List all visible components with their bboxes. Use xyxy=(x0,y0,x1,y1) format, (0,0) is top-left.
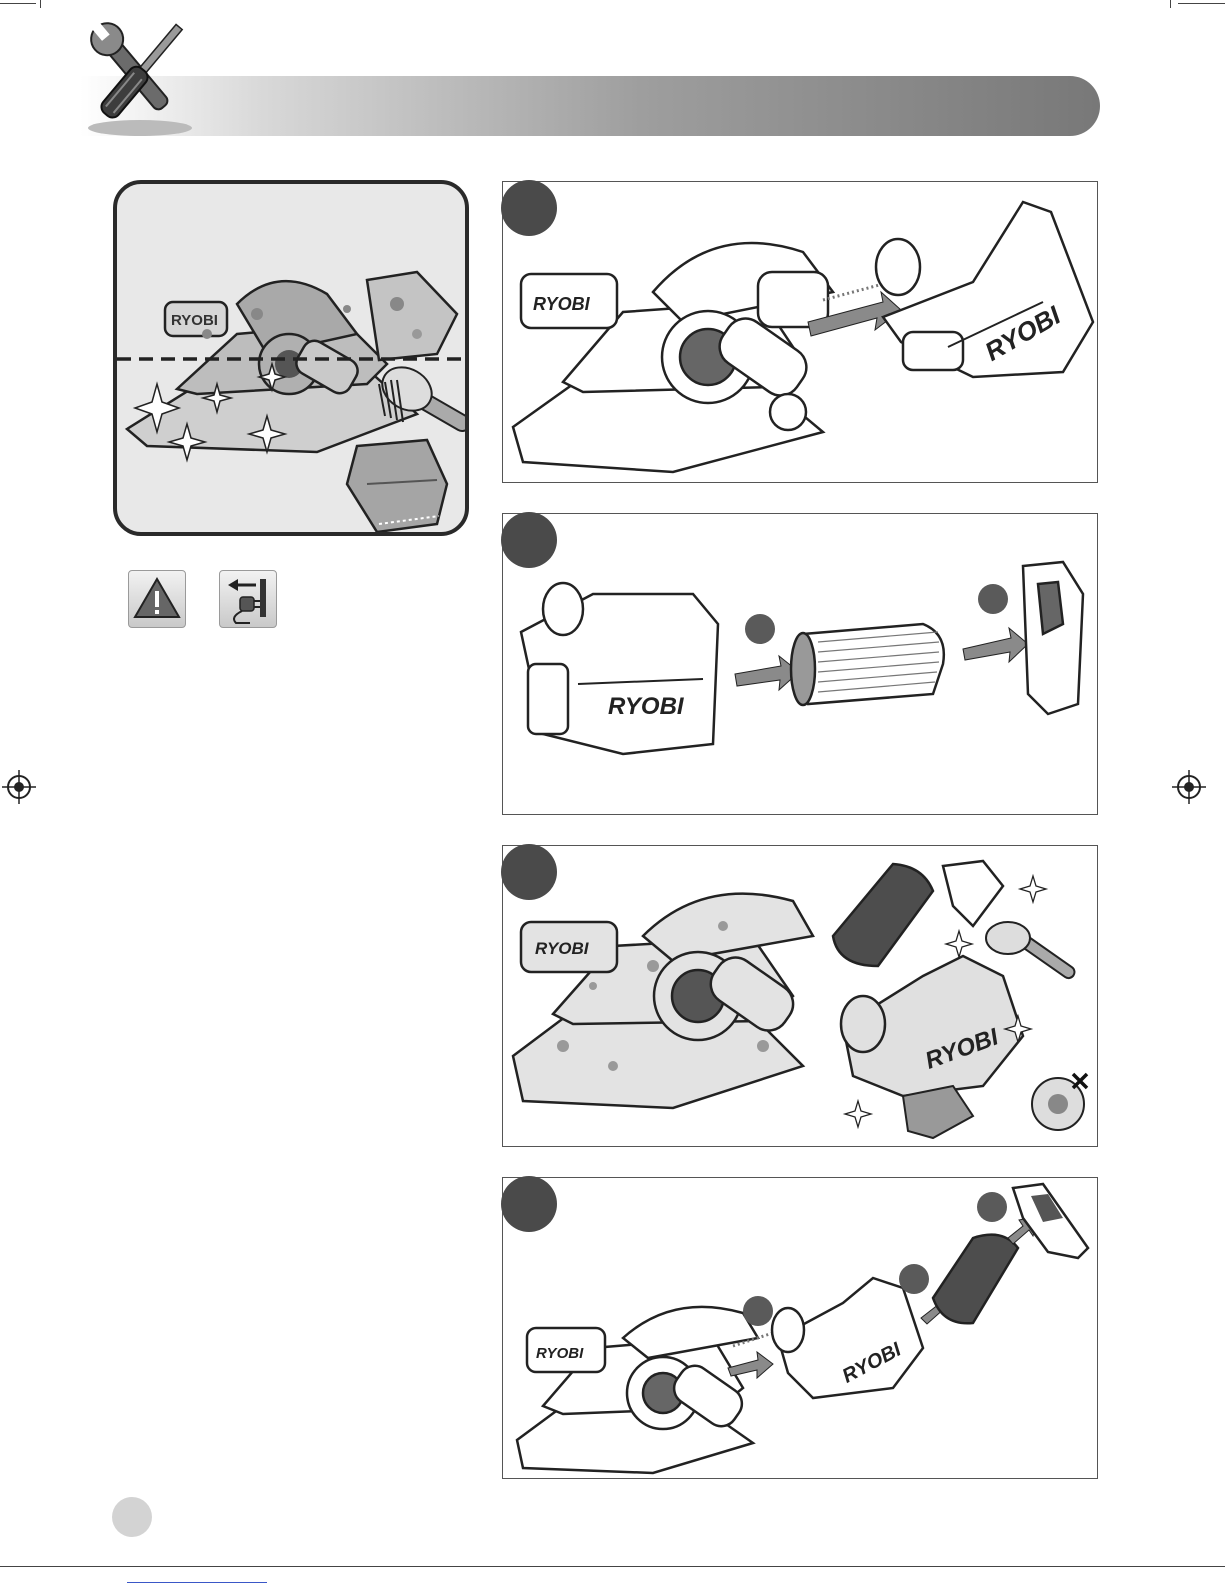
crop-mark-top-left xyxy=(0,3,36,4)
registration-mark-right xyxy=(1172,770,1206,804)
cleaning-panel: RYOBI xyxy=(113,180,469,536)
cloth-icon xyxy=(347,440,447,532)
step-2-brand-bag: RYOBI xyxy=(608,693,685,720)
step-4-illustration: RYOBI RYOBI xyxy=(503,1178,1096,1477)
step-2-badge xyxy=(501,512,557,568)
step-4-sub-badge-c xyxy=(977,1192,1007,1222)
crop-mark-top-right xyxy=(1178,3,1225,4)
step-4-frame: RYOBI RYOBI xyxy=(502,1177,1098,1479)
step-4-badge xyxy=(501,1176,557,1232)
step-3-illustration: RYOBI RYOBI xyxy=(503,846,1096,1145)
page-number-badge xyxy=(112,1497,152,1537)
panel-brand-label: RYOBI xyxy=(171,312,218,329)
crop-mark-top-right-v xyxy=(1170,0,1171,8)
step-1-badge xyxy=(501,180,557,236)
step-3-badge xyxy=(501,844,557,900)
tools-icon xyxy=(78,16,198,138)
step-2-sub-badge-a xyxy=(745,614,775,644)
step-2-sub-badge-b xyxy=(978,584,1008,614)
step-3-frame: RYOBI RYOBI xyxy=(502,845,1098,1147)
crop-mark-top-left-v xyxy=(40,0,41,8)
step-2-frame: RYOBI xyxy=(502,513,1098,815)
warning-triangle-icon xyxy=(128,570,186,628)
unplug-icon xyxy=(219,570,277,628)
sander-dirty-icon: RYOBI xyxy=(117,184,465,532)
step-3-brush-icon xyxy=(986,922,1077,980)
step-1-brand-sander: RYOBI xyxy=(533,294,591,314)
step-4-sub-badge-b xyxy=(899,1264,929,1294)
step-3-brand-sander: RYOBI xyxy=(535,939,590,958)
step-1-frame: RYOBI RYOBI xyxy=(502,181,1098,483)
bottom-link-underline[interactable] xyxy=(127,1582,267,1583)
header-band xyxy=(80,76,1100,136)
bottom-rule xyxy=(0,1566,1225,1567)
registration-mark-left xyxy=(2,770,36,804)
no-water-icon xyxy=(1032,1074,1087,1130)
step-4-brand-sander: RYOBI xyxy=(536,1345,584,1362)
step-1-illustration: RYOBI RYOBI xyxy=(503,182,1096,481)
step-4-sub-badge-a xyxy=(743,1296,773,1326)
step-2-illustration: RYOBI xyxy=(503,514,1096,813)
